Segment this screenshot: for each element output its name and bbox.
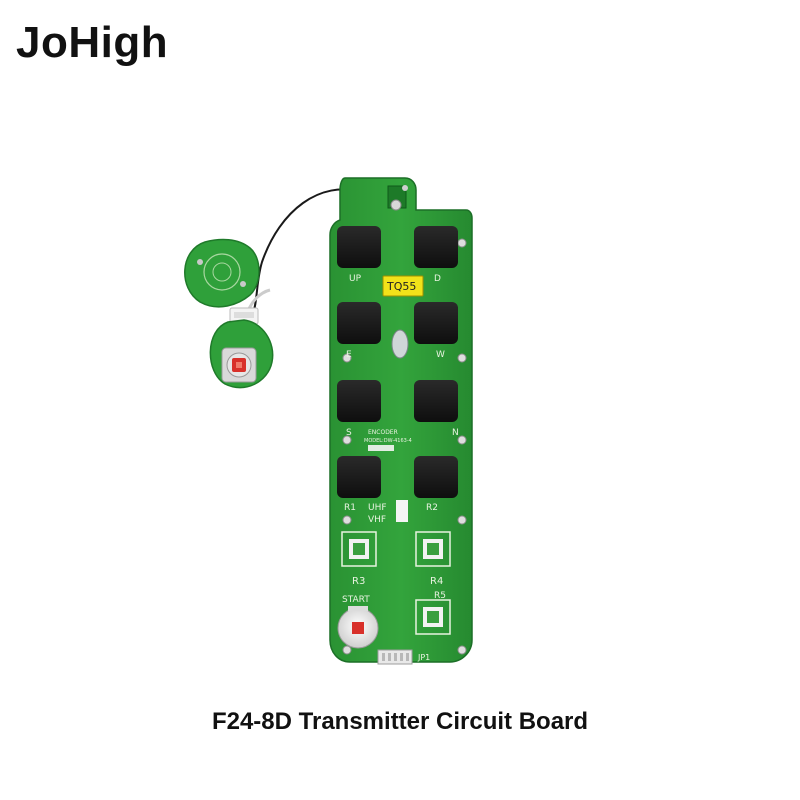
- key-switch-r2: [414, 456, 458, 498]
- silk-jp1: JP1: [417, 653, 430, 662]
- silk-model: MODEL:DW-4163-4: [364, 438, 412, 444]
- switch-footprint-r4: [415, 531, 451, 567]
- silk-uhf: UHF: [368, 503, 387, 513]
- yellow-chip: [382, 275, 424, 297]
- key-switch-w: [414, 302, 458, 344]
- chip-label: TQ55: [386, 280, 416, 293]
- silk-w: W: [436, 350, 445, 360]
- key-switch-e: [337, 302, 381, 344]
- silk-r4: R4: [430, 576, 443, 587]
- key-switch-up: [337, 226, 381, 268]
- silk-start: START: [342, 595, 370, 605]
- side-board: [184, 238, 274, 389]
- start-switch: [337, 606, 379, 649]
- caption: F24-8D Transmitter Circuit Board: [211, 708, 589, 735]
- silk-r5: R5: [434, 591, 446, 601]
- silk-d: D: [434, 274, 441, 284]
- silk-s: S: [346, 428, 352, 438]
- silk-n: N: [452, 428, 459, 438]
- key-switch-n: [414, 380, 458, 422]
- key-switch-r1: [337, 456, 381, 498]
- key-switch-d: [414, 226, 458, 268]
- silk-r3: R3: [352, 576, 365, 587]
- main-board: UP D E W S N ENCODER MODEL:DW-4163-4 R1 …: [329, 177, 473, 665]
- switch-footprint-r3: [341, 531, 377, 567]
- silk-r2: R2: [426, 503, 438, 513]
- switch-footprint-r5: [415, 599, 451, 635]
- silk-encoder: ENCODER: [368, 429, 398, 436]
- silk-e: E: [346, 350, 352, 360]
- silk-r1: R1: [344, 503, 356, 513]
- silk-vhf: VHF: [368, 515, 386, 525]
- brand-logo: JoHigh: [16, 18, 169, 67]
- silk-up: UP: [349, 274, 362, 284]
- key-switch-s: [337, 380, 381, 422]
